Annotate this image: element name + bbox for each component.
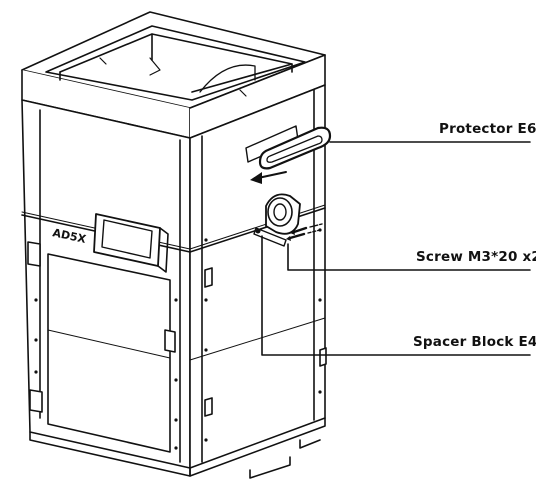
touch-screen <box>93 213 169 273</box>
side-face <box>189 84 327 479</box>
arrow-left-icon <box>250 171 287 184</box>
leader-spacer <box>261 235 531 356</box>
callout-screw-m3: Screw M3*20 x2 <box>416 249 536 265</box>
spacer-block-e4 <box>253 193 301 247</box>
callout-protector-e6: Protector E6 <box>439 121 536 137</box>
leader-lines <box>261 141 531 356</box>
leader-screw <box>287 243 531 271</box>
top-frame <box>21 11 326 139</box>
front-face <box>21 99 191 477</box>
protector-e6 <box>258 126 332 170</box>
screw-m3-20 <box>286 223 323 241</box>
callout-spacer-block-e4: Spacer Block E4 <box>413 334 536 350</box>
